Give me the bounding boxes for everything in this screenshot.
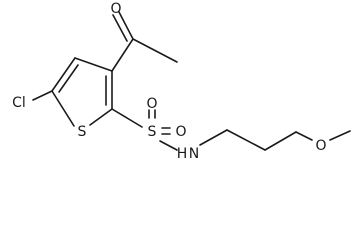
- bond-carbonyl-methyl: [132, 38, 178, 63]
- ring-bond-c4-c3: [74, 57, 113, 72]
- ring-bond-c2-s: [89, 108, 113, 126]
- ring-bond-c5-c4-double: [58, 64, 79, 93]
- atom-ring-sulfur: S: [78, 124, 87, 140]
- ring-bond-c5-c4: [51, 57, 76, 92]
- bond-n-c1: [199, 129, 228, 146]
- bond-c5-cl: [32, 90, 53, 101]
- atom-chlorine: Cl: [12, 95, 26, 111]
- bond-o-methyl: [329, 130, 351, 141]
- bond-c3-carbonyl: [111, 38, 134, 72]
- bond-c2-c3: [264, 131, 297, 151]
- atom-sulfonyl-sulfur: S: [148, 124, 157, 140]
- atom-acetyl-oxygen: O: [110, 1, 121, 17]
- bond-carbonyl-o-double: [112, 14, 128, 42]
- bond-carbonyl-o: [118, 11, 134, 40]
- atom-ether-oxygen: O: [315, 138, 326, 154]
- atom-amide-nitrogen: N: [189, 146, 199, 162]
- atom-amide-hydrogen: H: [177, 146, 188, 162]
- bond-c1-c2: [226, 129, 266, 151]
- atom-sulfonyl-oxygen-right: O: [175, 124, 186, 140]
- bond-c3-o: [295, 131, 313, 141]
- atom-sulfonyl-oxygen-top: O: [146, 96, 157, 112]
- ring-bond-s-c5: [51, 90, 75, 127]
- molecule-structure: Cl S S O O H N O O: [12, 1, 351, 162]
- bond-s-n: [159, 140, 178, 151]
- bond-c2-sulfonyl-s: [111, 108, 143, 128]
